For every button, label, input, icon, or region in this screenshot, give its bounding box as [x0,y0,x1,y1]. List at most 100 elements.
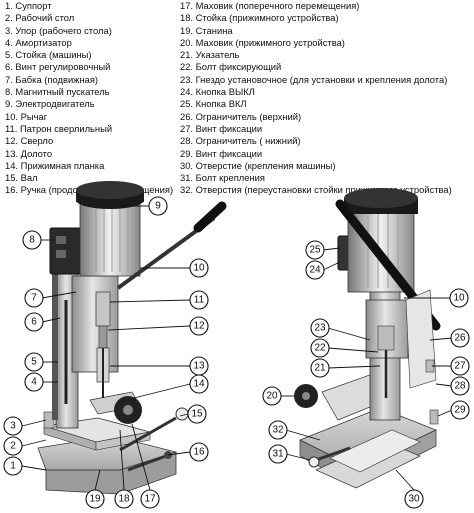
legend-item: 15. Вал [5,172,38,184]
legend-item: 32. Отверстия (переустановки стойки приж… [180,184,452,196]
legend-item: 9. Электродвигатель [5,98,95,110]
legend-item: 25. Кнопка ВКЛ [180,98,247,110]
svg-text:27: 27 [454,361,466,372]
svg-text:10: 10 [453,293,465,304]
callout-25: 25 [305,240,325,260]
callout-14: 14 [189,374,209,394]
svg-text:12: 12 [193,321,205,332]
callout-32: 32 [268,420,288,440]
right-machine-drawing [294,188,441,489]
legend-item: 31. Болт крепления [180,172,265,184]
legend-item: 28. Ограничитель ( нижний) [180,135,301,147]
callout-15: 15 [187,404,207,424]
legend-item: 22. Болт фиксирующий [180,61,282,73]
callout-29: 29 [450,400,470,420]
callout-21: 21 [310,358,330,378]
legend-item: 30. Отверстие (крепления машины) [180,159,336,171]
svg-text:15: 15 [191,409,203,420]
svg-text:25: 25 [309,245,321,256]
legend-item: 20. Маховик (прижимного устройства) [180,36,345,48]
callout-10: 10 [449,288,469,308]
svg-text:16: 16 [193,447,205,458]
callout-26: 26 [450,328,470,348]
callout-22: 22 [310,338,330,358]
callout-7: 7 [24,288,44,308]
callout-10: 10 [189,258,209,278]
callout-30: 30 [404,489,424,509]
callout-20: 20 [262,386,282,406]
callout-2: 2 [3,436,23,456]
callout-6: 6 [24,312,44,332]
legend-item: 27. Винт фиксации [180,122,263,134]
callout-17: 17 [140,489,160,509]
svg-text:20: 20 [266,391,278,402]
callouts-left: 9 8 10 7 11 6 12 5 13 4 14 3 15 2 16 1 1 [3,196,209,509]
legend-item: 5. Стойка (машины) [5,49,92,61]
svg-text:29: 29 [454,405,466,416]
legend-right: 17. Маховик (поперечного перемещения) 18… [180,0,452,197]
legend-item: 19. Станина [180,24,233,36]
svg-text:6: 6 [31,317,37,328]
callout-31: 31 [268,444,288,464]
legend-item: 13. Долото [5,147,53,159]
callout-18: 18 [114,489,134,509]
legend-item: 21. Указатель [180,49,240,61]
callout-13: 13 [189,356,209,376]
callout-16: 16 [189,442,209,462]
svg-text:21: 21 [314,363,326,374]
svg-text:3: 3 [10,421,16,432]
callout-3: 3 [3,416,23,436]
svg-text:23: 23 [314,323,326,334]
svg-text:17: 17 [144,494,156,505]
svg-text:9: 9 [155,201,161,212]
svg-text:10: 10 [193,263,205,274]
svg-text:1: 1 [10,461,16,472]
left-machine-drawing [37,181,227,495]
legend-item: 3. Упор (рабочего стола) [5,24,112,36]
callout-24: 24 [305,260,325,280]
svg-text:2: 2 [10,441,16,452]
svg-text:30: 30 [408,494,420,505]
callout-23: 23 [310,318,330,338]
svg-text:13: 13 [193,361,205,372]
svg-text:32: 32 [272,425,284,436]
svg-text:8: 8 [29,235,35,246]
svg-text:5: 5 [31,357,37,368]
svg-text:28: 28 [454,381,466,392]
legend-item: 14. Прижимная планка [5,159,105,171]
svg-text:19: 19 [89,494,101,505]
callout-8: 8 [22,230,42,250]
callout-27: 27 [450,356,470,376]
callout-4: 4 [24,372,44,392]
callout-11: 11 [189,290,209,310]
callout-19: 19 [85,489,105,509]
callout-28: 28 [450,376,470,396]
legend-item: 11. Патрон сверлильный [5,122,113,134]
legend-item: 10. Рычаг [5,110,48,122]
legend-item: 6. Винт регулировочный [5,61,111,73]
callouts-right: 25 24 10 23 26 22 21 27 20 28 29 32 31 3… [262,240,470,509]
legend-item: 7. Бабка (подвижная) [5,73,99,85]
legend-item: 29. Винт фиксации [180,147,263,159]
legend-item: 4. Амортизатор [5,36,72,48]
legend-item: 26. Ограничитель (верхний) [180,110,302,122]
svg-text:26: 26 [454,333,466,344]
callout-9: 9 [148,196,168,216]
callout-5: 5 [24,352,44,372]
svg-text:22: 22 [314,343,326,354]
legend-item: 23. Гнездо установочное (для установки и… [180,73,448,85]
svg-text:14: 14 [193,379,205,390]
legend-item: 2. Рабочий стол [5,12,75,24]
legend-item: 18. Стойка (прижимного устройства) [180,12,339,24]
legend-item: 24. Кнопка ВЫКЛ [180,86,255,98]
svg-text:4: 4 [31,377,37,388]
svg-text:18: 18 [118,494,130,505]
callout-1: 1 [3,456,23,476]
svg-text:7: 7 [31,293,37,304]
legend-item: 1. Суппорт [5,0,52,11]
legend-item: 8. Магнитный пускатель [5,86,110,98]
svg-text:31: 31 [272,449,284,460]
legend-item: 12. Сверло [5,135,54,147]
callout-12: 12 [189,316,209,336]
